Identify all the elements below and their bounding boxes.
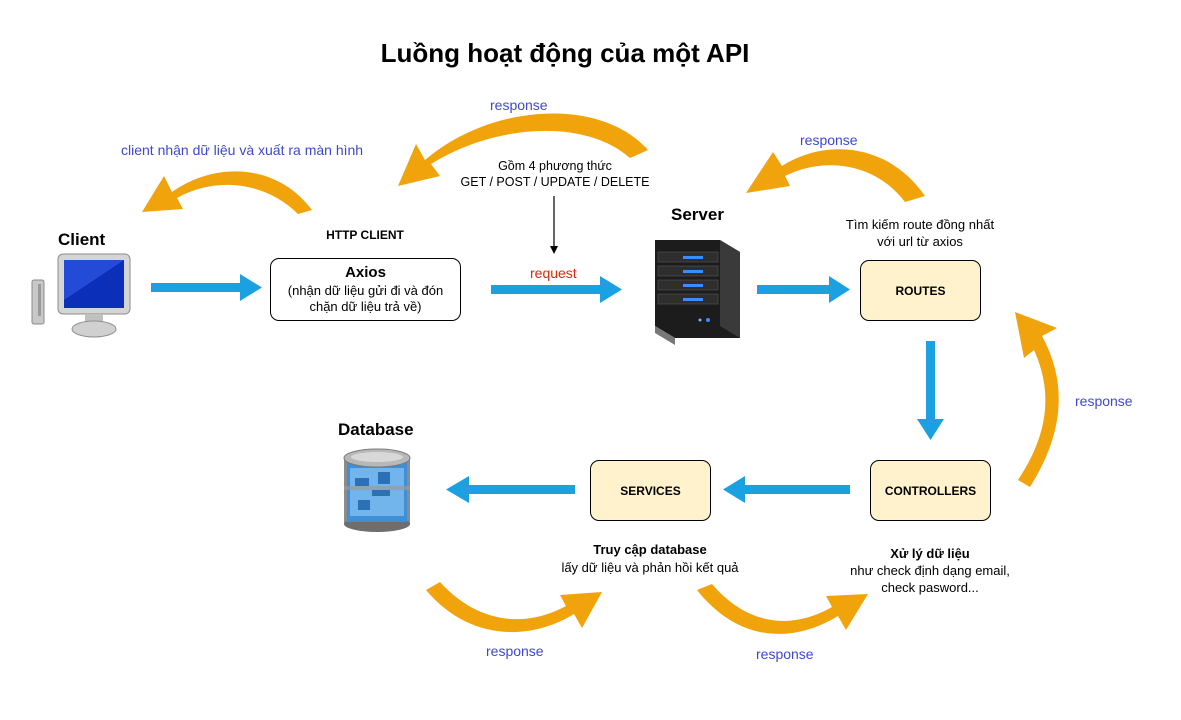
axios-name: Axios — [345, 264, 386, 281]
flow-arrow-services-to-database — [446, 476, 575, 503]
response-arrow-controllers-to-routes — [1015, 312, 1059, 487]
response-arrow-axios-to-client — [142, 171, 312, 214]
database-label: Database — [338, 420, 414, 439]
response-label-top: response — [490, 97, 548, 113]
response-arrow-routes-to-server — [746, 149, 925, 202]
services-note-title: Truy cập database — [593, 542, 707, 557]
controllers-note-title: Xử lý dữ liệu — [890, 546, 970, 561]
controllers-note-line2: check pasword... — [881, 580, 979, 595]
routes-note-line1: Tìm kiếm route đồng nhất — [845, 217, 995, 232]
methods-line2: GET / POST / UPDATE / DELETE — [460, 175, 650, 189]
response-arrow-server-to-axios — [398, 113, 648, 186]
controllers-node[interactable]: CONTROLLERS — [870, 460, 991, 521]
axios-desc-line2: chặn dữ liệu trả về) — [309, 299, 422, 314]
services-note: Truy cập database lấy dữ liệu và phản hồ… — [530, 541, 770, 577]
controllers-note-line1: như check định dạng email, — [850, 563, 1010, 578]
request-label: request — [530, 265, 577, 281]
server-rack-icon — [655, 240, 740, 345]
axios-desc-line1: (nhận dữ liệu gửi đi và đón — [287, 283, 444, 298]
axios-node[interactable]: Axios (nhận dữ liệu gửi đi và đón chặn d… — [270, 258, 461, 321]
flow-arrow-controllers-to-services — [723, 476, 850, 503]
diagram-title: Luồng hoạt động của một API — [380, 38, 750, 68]
services-note-line1: lấy dữ liệu và phản hồi kết quả — [561, 560, 739, 575]
client-receive-note: client nhận dữ liệu và xuất ra màn hình — [121, 142, 364, 158]
http-client-label: HTTP CLIENT — [326, 228, 404, 242]
response-label-database: response — [486, 643, 544, 659]
client-label: Client — [58, 230, 106, 249]
flow-arrow-server-to-routes — [757, 276, 850, 303]
response-label-controllers: response — [1075, 393, 1133, 409]
flow-arrow-routes-to-controllers — [917, 341, 944, 440]
services-node[interactable]: SERVICES — [590, 460, 711, 521]
controllers-note: Xử lý dữ liệu như check định dạng email,… — [815, 545, 1045, 596]
response-label-services: response — [756, 646, 814, 662]
routes-note: Tìm kiếm route đồng nhất với url từ axio… — [810, 216, 1030, 250]
flow-arrow-axios-to-server — [491, 276, 622, 303]
routes-node[interactable]: ROUTES — [860, 260, 981, 321]
response-arrow-database-to-services — [426, 582, 602, 633]
response-label-routes: response — [800, 132, 858, 148]
server-label: Server — [671, 205, 724, 224]
methods-note: Gồm 4 phương thức GET / POST / UPDATE / … — [440, 158, 670, 190]
flow-arrow-client-to-axios — [151, 274, 262, 301]
routes-note-line2: với url từ axios — [877, 234, 963, 249]
database-cylinder-icon — [343, 448, 411, 532]
computer-monitor-icon — [31, 253, 131, 338]
methods-line1: Gồm 4 phương thức — [498, 159, 612, 173]
response-arrow-services-to-controllers — [697, 584, 868, 634]
